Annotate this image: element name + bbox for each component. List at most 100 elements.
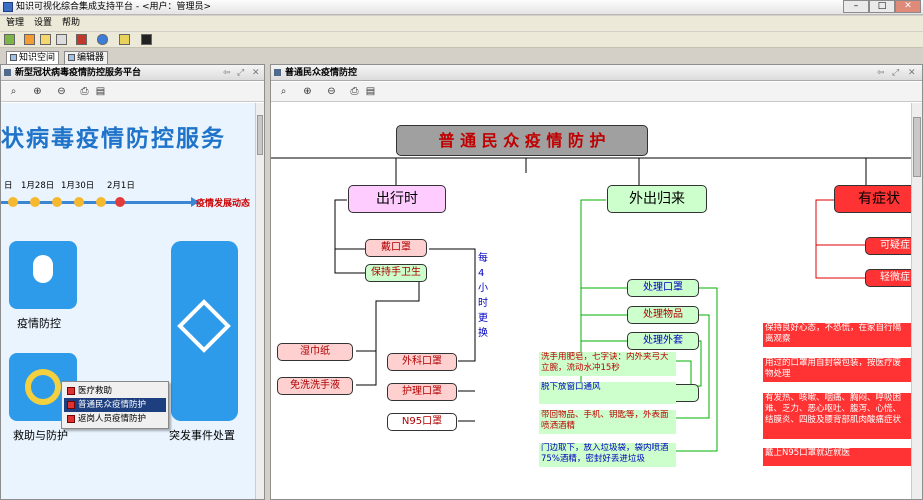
tile-label: 疫情防控 — [17, 317, 61, 330]
refresh-icon — [25, 369, 61, 405]
left-pane-header: 新型冠状病毒疫情防控服务平台 ⇦ ⤢ ✕ — [1, 65, 264, 81]
menu-settings[interactable]: 设置 — [34, 18, 53, 28]
pane-restore-icon[interactable]: ⤢ — [892, 68, 900, 78]
note-mask: 门边取下，放入垃圾袋，袋内喷酒75%酒精，密封好丢进垃圾 — [539, 443, 676, 467]
print-icon[interactable]: ⎙ — [350, 86, 359, 97]
zoom-in-icon[interactable]: ⊕ — [303, 86, 312, 97]
note-symptom-list: 有发热、咳嗽、咽痛、胸闷、呼吸困难、乏力、恶心呕吐、腹泻、心慌、结膜炎、四肢及腰… — [763, 393, 911, 439]
tools-icon[interactable] — [76, 34, 87, 45]
menu-item-icon — [67, 387, 75, 395]
left-canvas: 状病毒疫情防控服务 日 1月28日 1月30日 2月1日 疫情发展动态 疫情防控… — [1, 103, 255, 499]
item-wet-wipes[interactable]: 湿巾纸 — [277, 343, 353, 361]
splitter[interactable] — [265, 64, 270, 500]
timeline-date: 2月1日 — [107, 181, 135, 191]
timeline-date: 1月28日 — [21, 181, 55, 191]
water-drop-icon — [33, 255, 53, 283]
minimize-icon[interactable]: – — [843, 0, 869, 13]
branch-travel[interactable]: 出行时 — [348, 185, 446, 213]
pane-close-icon[interactable]: ✕ — [908, 68, 916, 78]
pane-icon — [4, 69, 11, 76]
zoom-out-icon[interactable]: ⊖ — [57, 86, 66, 97]
note-dispose-mask: 用过的口罩用自封袋包装，按医疗废物处理 — [763, 358, 911, 382]
item-mild-symptoms[interactable]: 轻微症 — [865, 269, 911, 287]
tab-icon — [68, 54, 75, 61]
item-handle-coat[interactable]: 处理外套 — [627, 332, 699, 350]
tile-emergency[interactable] — [171, 241, 238, 421]
menu-item-returning-workers[interactable]: 返岗人员疫情防护 — [64, 412, 166, 426]
timeline-dot[interactable] — [8, 197, 18, 207]
zoom-fit-icon[interactable]: ⌕ — [280, 86, 287, 97]
zoom-fit-icon[interactable]: ⌕ — [10, 86, 17, 97]
left-pane-toolbar: ⌕ ⊕ ⊖ ⎙ ▤ — [1, 82, 264, 102]
pane-back-icon[interactable]: ⇦ — [223, 68, 231, 78]
timeline-date: 日 — [4, 181, 13, 191]
zoom-in-icon[interactable]: ⊕ — [33, 86, 42, 97]
right-pane-title: 普通民众疫情防控 — [285, 68, 358, 78]
pane-icon — [274, 69, 281, 76]
tab-bar: 知识空间 编辑器 — [0, 49, 923, 64]
menu-item-medical-rescue[interactable]: 医疗救助 — [64, 384, 166, 398]
timeline-dot-current[interactable] — [115, 197, 125, 207]
item-suspicious-symptoms[interactable]: 可疑症 — [865, 237, 911, 255]
rss-icon[interactable] — [24, 34, 35, 45]
branch-return[interactable]: 外出归来 — [607, 185, 707, 213]
timeline-arrow-icon — [191, 197, 199, 207]
close-icon[interactable]: ✕ — [895, 0, 921, 13]
export-icon[interactable]: ▤ — [365, 86, 376, 97]
right-scrollbar-thumb[interactable] — [913, 117, 921, 177]
note-isolate: 保持良好心态，不恐慌，在家自行隔离观察 — [763, 323, 911, 347]
timeline-dot[interactable] — [96, 197, 106, 207]
export-icon[interactable]: ▤ — [95, 86, 106, 97]
item-handle-items[interactable]: 处理物品 — [627, 306, 699, 324]
left-scrollbar-thumb[interactable] — [257, 115, 263, 155]
settings-icon[interactable] — [119, 34, 130, 45]
mindmap-canvas: 普 通 民 众 疫 情 防 护 出行时 外出归来 有症状 戴口罩 保持手卫生 每… — [271, 103, 911, 499]
print-icon[interactable]: ⎙ — [80, 86, 89, 97]
home-icon[interactable] — [4, 34, 15, 45]
note-wash-hands: 洗手用肥皂，七字诀：内外夹弓大立腕，流动水冲15秒 — [539, 352, 676, 376]
user-icon[interactable] — [97, 34, 108, 45]
title-bar: 知识可视化综合集成支持平台 - <用户：管理员> – □ ✕ — [0, 0, 923, 15]
note-items: 带回物品、手机、钥匙等，外表面喷洒酒精 — [539, 410, 676, 434]
pane-close-icon[interactable]: ✕ — [252, 68, 260, 78]
menu-manage[interactable]: 管理 — [6, 18, 25, 28]
menu-item-public-protection[interactable]: 普通民众疫情防护 — [64, 398, 166, 412]
app-icon — [3, 2, 13, 12]
menu-item-icon — [67, 401, 75, 409]
timeline-dot[interactable] — [74, 197, 84, 207]
root-node[interactable]: 普 通 民 众 疫 情 防 护 — [396, 125, 648, 156]
note-coat: 脱下放窗口通风 — [539, 382, 676, 404]
menu-bar: 管理 设置 帮助 — [0, 16, 923, 31]
menu-help[interactable]: 帮助 — [62, 18, 81, 28]
left-scrollbar[interactable] — [255, 103, 264, 499]
right-pane-toolbar: ⌕ ⊕ ⊖ ⎙ ▤ — [271, 82, 922, 102]
timeline-label: 疫情发展动态 — [196, 199, 251, 209]
timeline-dot[interactable] — [52, 197, 62, 207]
tab-knowledge-space[interactable]: 知识空间 — [6, 51, 60, 64]
maximize-icon[interactable]: □ — [869, 0, 895, 13]
pane-restore-icon[interactable]: ⤢ — [237, 68, 245, 78]
tab-editor[interactable]: 编辑器 — [64, 51, 109, 64]
zoom-out-icon[interactable]: ⊖ — [327, 86, 336, 97]
item-handle-mask[interactable]: 处理口罩 — [627, 279, 699, 297]
timeline-dot[interactable] — [30, 197, 40, 207]
folder-icon[interactable] — [40, 34, 51, 45]
context-menu: 医疗救助 普通民众疫情防护 返岗人员疫情防护 — [61, 381, 169, 429]
left-pane: 新型冠状病毒疫情防控服务平台 ⇦ ⤢ ✕ ⌕ ⊕ ⊖ ⎙ ▤ 状病毒疫情防控服务… — [0, 64, 265, 500]
item-hand-sanitizer[interactable]: 免洗洗手液 — [277, 377, 353, 395]
tile-epidemic-control[interactable] — [9, 241, 77, 309]
window-title: 知识可视化综合集成支持平台 - <用户：管理员> — [16, 2, 212, 12]
item-n95-mask[interactable]: N95口罩 — [387, 413, 457, 431]
item-hand-hygiene[interactable]: 保持手卫生 — [365, 264, 427, 282]
pane-back-icon[interactable]: ⇦ — [877, 68, 885, 78]
item-nursing-mask[interactable]: 护理口罩 — [387, 383, 457, 401]
replace-every-4h: 每4小时更换 — [478, 253, 488, 339]
camera-icon[interactable] — [141, 34, 152, 45]
grid-icon — [177, 299, 231, 353]
item-surgical-mask[interactable]: 外科口罩 — [387, 353, 457, 371]
branch-symptoms[interactable]: 有症状 — [834, 185, 911, 213]
right-scrollbar[interactable] — [911, 103, 922, 499]
right-pane: 普通民众疫情防控 ⇦ ⤢ ✕ ⌕ ⊕ ⊖ ⎙ ▤ — [270, 64, 923, 500]
item-wear-mask[interactable]: 戴口罩 — [365, 239, 427, 257]
document-icon[interactable] — [56, 34, 67, 45]
